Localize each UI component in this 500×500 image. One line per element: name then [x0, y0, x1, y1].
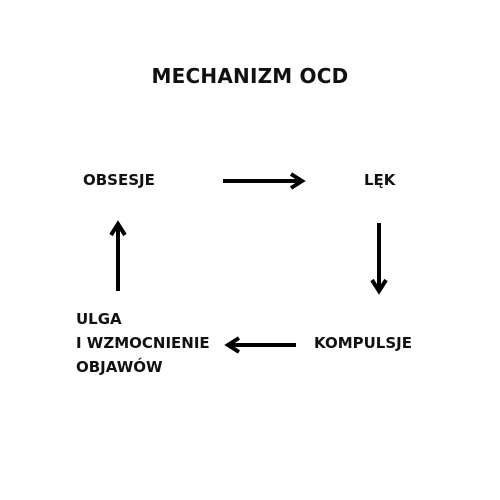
arrow-ulga-to-obsesje	[109, 220, 127, 291]
arrow-lek-to-kompulsje	[370, 223, 388, 295]
node-ulga-line-2: I WZMOCNIENIE	[76, 334, 210, 352]
node-lek: LĘK	[364, 171, 396, 189]
diagram-title: MECHANIZM OCD	[151, 64, 349, 88]
node-kompulsje: KOMPULSJE	[314, 334, 412, 352]
arrow-kompulsje-to-ulga	[224, 336, 296, 354]
arrow-obsesje-to-lek	[223, 172, 306, 190]
node-ulga: ULGA I WZMOCNIENIE OBJAWÓW	[76, 307, 210, 379]
node-ulga-line-3: OBJAWÓW	[76, 358, 163, 376]
node-ulga-line-1: ULGA	[76, 310, 122, 328]
node-obsesje: OBSESJE	[83, 171, 155, 189]
